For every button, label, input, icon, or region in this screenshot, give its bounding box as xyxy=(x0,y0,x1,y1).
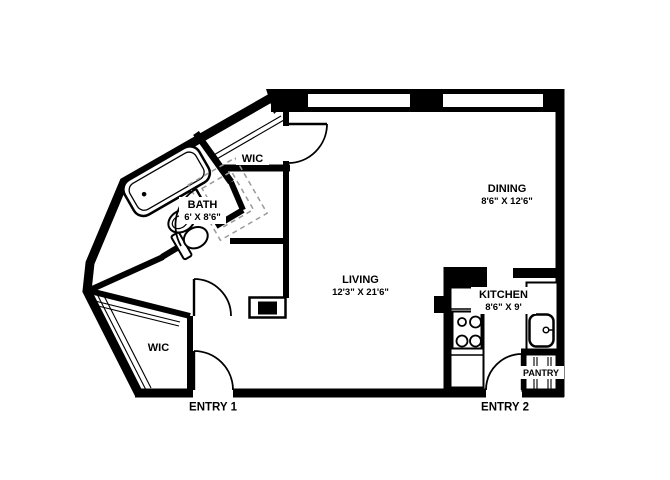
dining-dimensions: 8'6" X 12'6" xyxy=(481,196,533,207)
dashed-closet-outline xyxy=(187,156,269,242)
label-bg xyxy=(142,340,175,354)
window-icon xyxy=(308,94,410,107)
entry1-label: ENTRY 1 xyxy=(189,402,238,414)
bath-wall xyxy=(160,245,179,260)
entry1-door xyxy=(192,350,234,391)
wic-lower-label: WIC xyxy=(148,342,169,354)
wic-lower-door xyxy=(192,278,232,317)
hall-wall xyxy=(88,254,165,293)
faucet-icon xyxy=(542,326,550,334)
wic-upper-door xyxy=(287,122,328,164)
wic-lower-top-wall xyxy=(89,288,191,319)
wall-junction xyxy=(266,89,302,114)
label-bg xyxy=(185,399,241,414)
pantry-label: PANTRY xyxy=(523,368,559,378)
burner-icon xyxy=(469,315,482,329)
bathtub-icon xyxy=(122,145,212,218)
window-icon xyxy=(443,94,543,107)
label-bg xyxy=(518,366,564,379)
bath-corner-wall xyxy=(228,180,246,212)
burner-icon xyxy=(457,317,467,327)
drain-icon xyxy=(141,191,147,197)
bath-wic-divider xyxy=(193,130,234,185)
closet-rods xyxy=(93,115,285,391)
kitchen-label: KITCHEN xyxy=(479,289,528,301)
label-bg xyxy=(179,197,226,224)
kitchen-top-wall xyxy=(444,267,487,287)
label-bg xyxy=(471,287,536,314)
burner-icon xyxy=(455,334,469,348)
room-labels: WIC BATH 6' X 8'6" DINING 8'6" X 12'6" L… xyxy=(142,151,564,414)
dining-label: DINING xyxy=(488,183,527,195)
label-bg xyxy=(475,181,539,208)
exterior-walls xyxy=(82,89,565,398)
bath-label: BATH xyxy=(188,199,218,211)
bath-dimensions: 6' X 8'6" xyxy=(184,212,221,223)
entry2-label: ENTRY 2 xyxy=(481,402,529,414)
utility-closet-unit xyxy=(258,301,277,315)
label-bg xyxy=(236,151,269,165)
living-label: LIVING xyxy=(342,274,379,286)
doors xyxy=(174,122,524,391)
wall-column xyxy=(434,296,448,313)
dashed-closet-inner xyxy=(200,170,255,228)
label-bg xyxy=(477,399,533,414)
wic-upper-label: WIC xyxy=(242,153,263,165)
kitchen-dimensions: 8'6" X 9' xyxy=(485,302,522,313)
utility-closet xyxy=(248,296,287,319)
interior-walls xyxy=(88,110,290,393)
bathroom-area xyxy=(122,145,269,261)
bathtub-basin xyxy=(128,151,205,211)
kitchen-top-wall xyxy=(513,268,560,278)
burner-icon xyxy=(469,334,482,348)
label-bg xyxy=(329,272,392,299)
toilet-icon xyxy=(182,225,209,250)
living-dimensions: 12'3" X 21'6" xyxy=(332,287,389,298)
